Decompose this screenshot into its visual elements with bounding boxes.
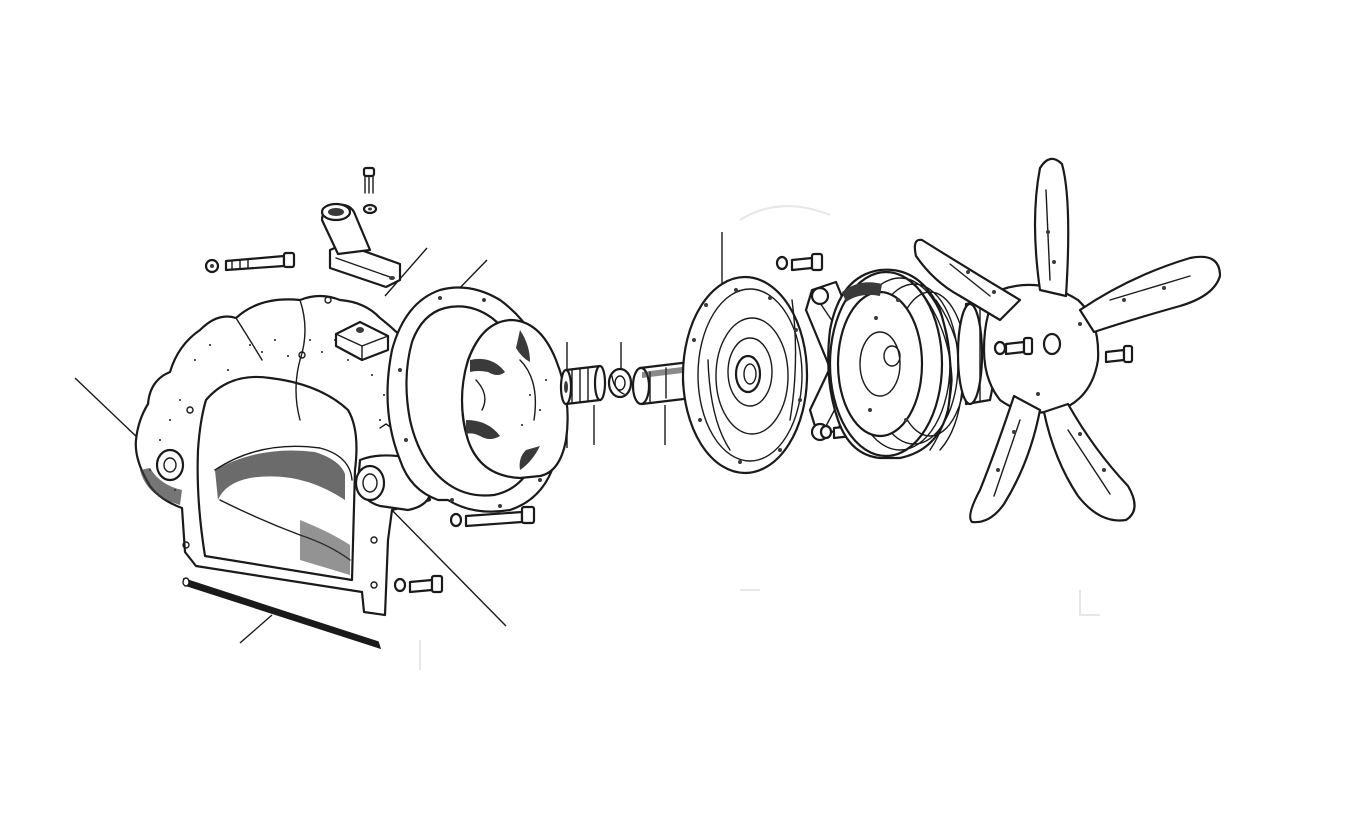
pulley-icon — [827, 268, 967, 460]
outlet-elbow-icon — [320, 202, 402, 289]
bolt-fan-right-icon — [1104, 344, 1134, 364]
leader-lines — [74, 232, 723, 644]
pump-housing-icon — [134, 294, 434, 617]
leader-line-boss — [381, 499, 507, 627]
ghost-marks — [419, 205, 1100, 670]
leader-line-elbow — [384, 247, 428, 297]
bolt-lower-icon — [449, 505, 536, 528]
bolt-icon — [362, 166, 378, 215]
fan-icon — [913, 157, 1222, 524]
bolt-plate-icon — [775, 252, 824, 272]
bolt-fan-hub-icon — [993, 336, 1034, 356]
impeller-icon — [460, 318, 569, 480]
seal-ring-icon — [607, 367, 633, 399]
long-bolt-top-icon — [204, 251, 296, 274]
shaft-icon — [559, 364, 607, 406]
rod-icon — [182, 577, 382, 650]
front-plate-icon — [681, 275, 809, 475]
leader-line-rod — [239, 614, 273, 644]
bolt-small-icon — [393, 574, 444, 594]
